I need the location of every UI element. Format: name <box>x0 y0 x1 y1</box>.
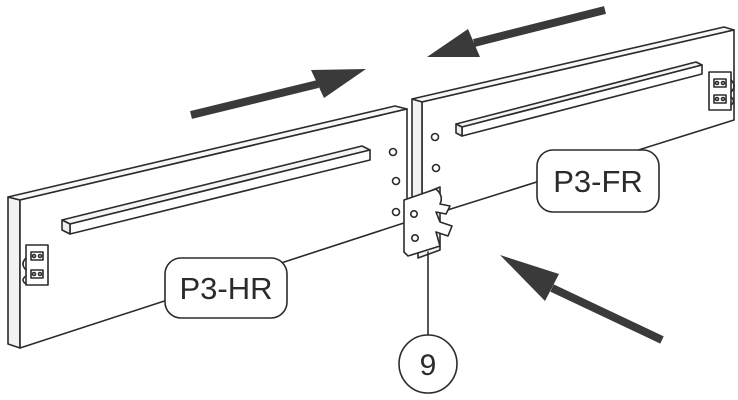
hinge-plate-icon <box>708 71 735 111</box>
panel-hr-hole <box>391 176 401 186</box>
panel-fr-hole <box>430 132 440 142</box>
arrow-left-icon <box>427 6 606 57</box>
callout-number: 9 <box>420 349 437 382</box>
label-box-hr <box>164 257 288 319</box>
panel-p3-hr <box>7 105 408 349</box>
panel-hr-rail-end <box>61 219 71 235</box>
panel-hr-hole <box>388 147 398 157</box>
part-label-hr: P3-HR <box>179 271 272 306</box>
panel-fr-rail-end <box>455 123 463 137</box>
arrow-right-icon <box>190 69 366 119</box>
panel-fr-hole <box>431 163 441 173</box>
hinge-plate-icon <box>22 244 49 286</box>
hook-bracket-icon <box>403 186 453 259</box>
panel-hr-hole <box>391 207 401 217</box>
callout-circle <box>398 334 458 394</box>
label-box-fr <box>536 149 660 213</box>
panel-hr-end-edge <box>7 196 21 349</box>
panel-p3-fr <box>411 26 735 219</box>
arrow-up-left-icon <box>500 255 664 344</box>
part-label-fr: P3-FR <box>553 164 643 199</box>
